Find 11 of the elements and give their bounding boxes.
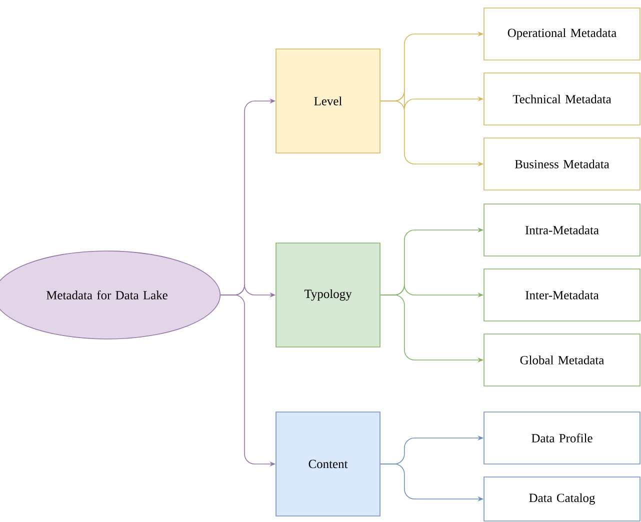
item-box: Business Metadata bbox=[484, 138, 640, 190]
category-box: Content bbox=[276, 412, 380, 516]
item-box: Data Catalog bbox=[484, 476, 640, 522]
item-box: Operational Metadata bbox=[484, 8, 640, 60]
category-box: Level bbox=[276, 48, 380, 154]
category-box: Typology bbox=[276, 242, 380, 348]
item-box: Intra-Metadata bbox=[484, 204, 640, 256]
item-box: Inter-Metadata bbox=[484, 268, 640, 322]
item-box: Data Profile bbox=[484, 412, 640, 464]
item-box: Technical Metadata bbox=[484, 72, 640, 126]
item-box: Global Metadata bbox=[484, 334, 640, 386]
